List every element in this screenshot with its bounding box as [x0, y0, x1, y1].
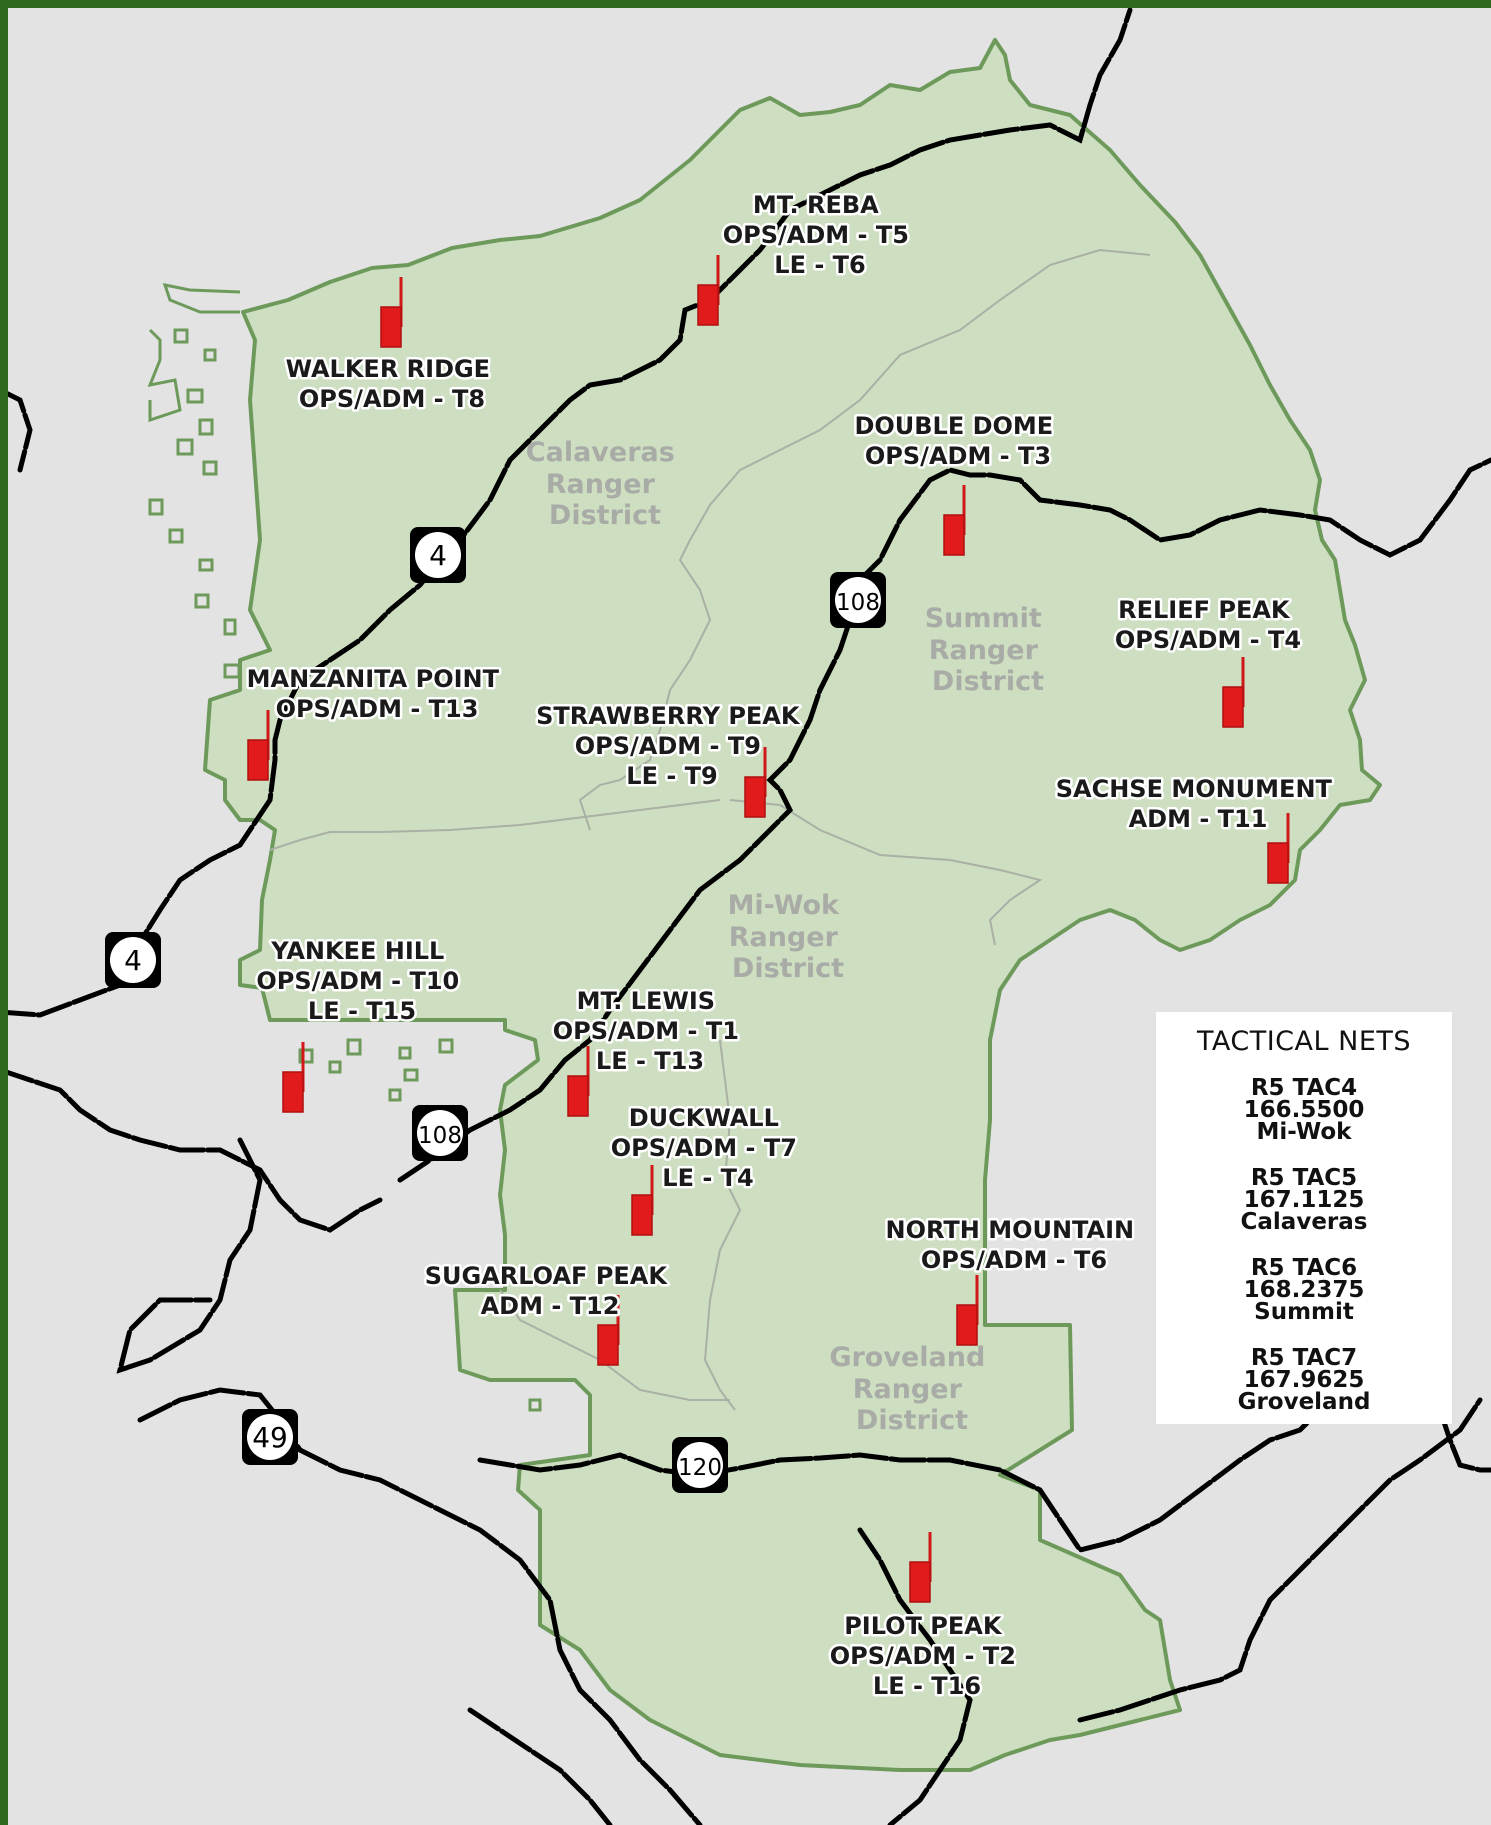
district-label-summit: Summit Ranger District	[925, 603, 1052, 697]
net-name: R5 TAC5	[1250, 1165, 1358, 1191]
district-label-groveland: Groveland Ranger District	[829, 1342, 994, 1436]
site-label-mt-reba: MT. REBA OPS/ADM - T5 LE - T6	[723, 191, 918, 279]
highway-4-road	[8, 8, 1133, 1018]
outlying-parcels	[147, 283, 542, 1412]
svg-text:4: 4	[124, 944, 142, 977]
net-district: Calaveras	[1240, 1209, 1368, 1235]
forest-boundary	[203, 38, 1382, 1772]
site-label-north-mountain: NORTH MOUNTAIN OPS/ADM - T6	[885, 1216, 1142, 1274]
svg-text:49: 49	[252, 1421, 288, 1454]
net-frequency: 167.9625	[1243, 1367, 1365, 1393]
highway-shield-4-west: 4	[105, 932, 161, 988]
highway-108-road	[397, 457, 1491, 1183]
site-label-sugarloaf-peak: SUGARLOAF PEAK ADM - T12	[425, 1262, 676, 1320]
site-label-double-dome: DOUBLE DOME OPS/ADM - T3	[854, 412, 1061, 470]
tower-icon[interactable]	[909, 1532, 932, 1603]
district-label-miwok: Mi-Wok Ranger District	[728, 890, 849, 984]
svg-text:108: 108	[836, 590, 880, 616]
highway-shield-120: 120	[672, 1437, 728, 1493]
net-frequency: 167.1125	[1243, 1187, 1365, 1213]
tower-icon[interactable]	[380, 277, 403, 348]
district-label-calaveras: Calaveras Ranger District	[526, 437, 684, 531]
tower-icon[interactable]	[282, 1042, 305, 1113]
tower-markers	[247, 255, 1290, 1603]
net-district: Groveland	[1237, 1389, 1371, 1415]
site-labels: MT. REBA OPS/ADM - T5 LE - T6 WALKER RID…	[244, 189, 1341, 1703]
roads	[8, 8, 1491, 1825]
net-frequency: 166.5500	[1243, 1097, 1365, 1123]
net-district: Mi-Wok	[1256, 1119, 1352, 1145]
site-label-relief-peak: RELIEF PEAK OPS/ADM - T4	[1115, 596, 1301, 654]
net-frequency: 168.2375	[1243, 1277, 1365, 1303]
highway-shield-108-north: 108	[830, 572, 886, 628]
site-label-duckwall: DUCKWALL OPS/ADM - T7 LE - T4	[611, 1104, 806, 1192]
site-label-manzanita-point: MANZANITA POINT OPS/ADM - T13	[247, 665, 508, 723]
net-district: Summit	[1254, 1299, 1354, 1325]
net-entry-tac6: R5 TAC6 168.2375 Summit	[1156, 1255, 1452, 1325]
tower-icon[interactable]	[247, 710, 270, 781]
svg-text:120: 120	[678, 1455, 722, 1481]
tower-icon[interactable]	[567, 1046, 590, 1117]
net-name: R5 TAC7	[1250, 1345, 1358, 1371]
site-label-pilot-peak: PILOT PEAK OPS/ADM - T2 LE - T16	[830, 1612, 1025, 1700]
tower-icon[interactable]	[943, 485, 966, 556]
net-entry-tac4: R5 TAC4 166.5500 Mi-Wok	[1156, 1075, 1452, 1145]
tower-icon[interactable]	[1267, 813, 1290, 884]
tactical-nets-title: TACTICAL NETS	[1196, 1026, 1412, 1057]
site-label-walker-ridge: WALKER RIDGE OPS/ADM - T8	[286, 355, 499, 413]
site-label-sachse-monument: SACHSE MONUMENT ADM - T11	[1056, 775, 1341, 833]
district-labels: Calaveras Ranger District Summit Ranger …	[526, 437, 1052, 1436]
site-label-yankee-hill: YANKEE HILL OPS/ADM - T10 LE - T15	[256, 937, 467, 1025]
highway-shield-108-south: 108	[412, 1105, 468, 1161]
tactical-nets-legend: TACTICAL NETS R5 TAC4 166.5500 Mi-Wok R5…	[1156, 1012, 1452, 1424]
net-name: R5 TAC6	[1250, 1255, 1358, 1281]
net-entry-tac5: R5 TAC5 167.1125 Calaveras	[1156, 1165, 1452, 1235]
highway-49-road	[137, 1387, 703, 1825]
net-name: R5 TAC4	[1250, 1075, 1358, 1101]
tower-icon[interactable]	[744, 747, 767, 818]
svg-text:4: 4	[429, 539, 447, 572]
net-entry-tac7: R5 TAC7 167.9625 Groveland	[1156, 1345, 1452, 1415]
tower-icon[interactable]	[631, 1165, 654, 1236]
highway-shield-49: 49	[242, 1409, 298, 1465]
site-label-mt-lewis: MT. LEWIS OPS/ADM - T1 LE - T13	[553, 987, 748, 1075]
highway-120-road	[477, 1357, 1413, 1553]
highway-shield-4-north: 4	[410, 527, 466, 583]
highway-shields: 4 108 108 4 49 120	[105, 527, 886, 1493]
tower-icon[interactable]	[1222, 657, 1245, 728]
site-label-strawberry-peak: STRAWBERRY PEAK OPS/ADM - T9 LE - T9	[536, 702, 808, 790]
tower-icon[interactable]	[597, 1295, 620, 1366]
svg-text:108: 108	[418, 1123, 462, 1149]
district-boundaries	[269, 248, 1151, 1411]
tower-icon[interactable]	[697, 255, 720, 326]
tower-icon[interactable]	[956, 1275, 979, 1346]
